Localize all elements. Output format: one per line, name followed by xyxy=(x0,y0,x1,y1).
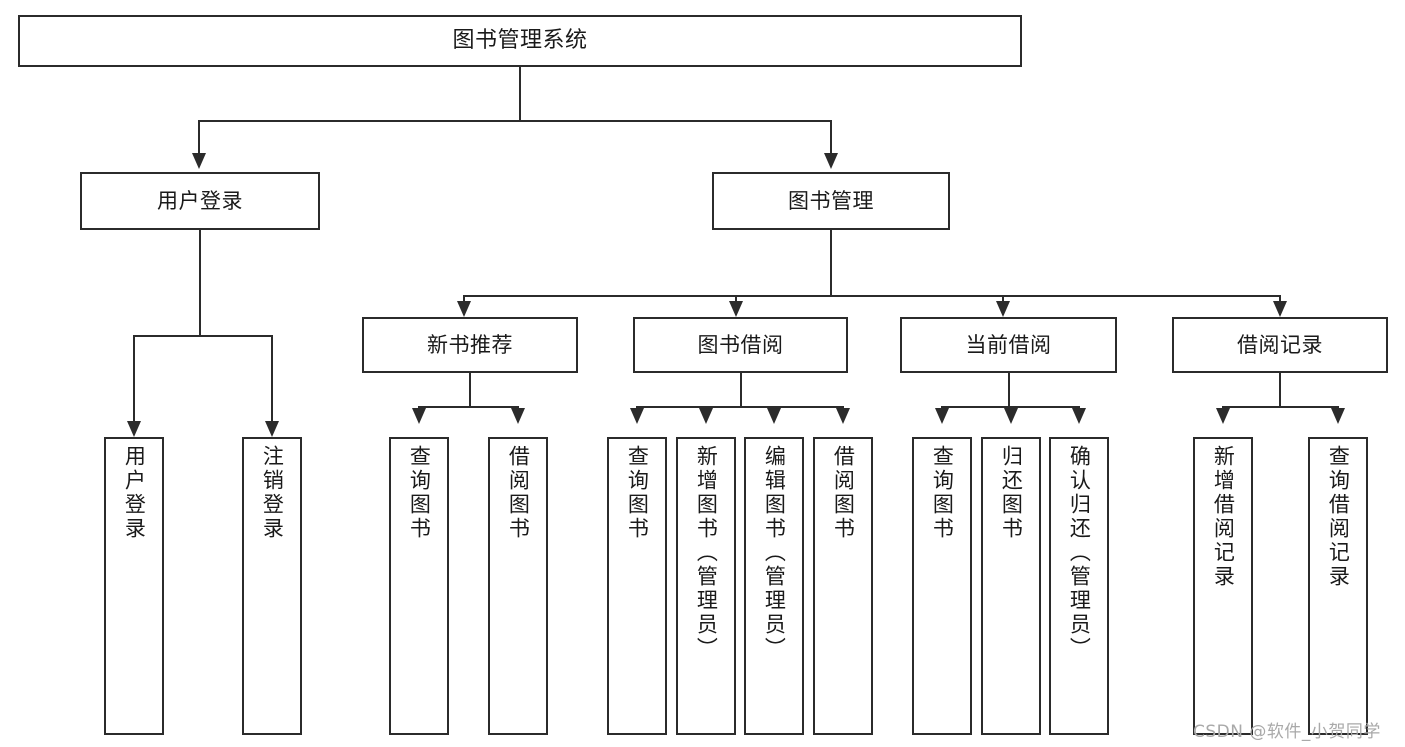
node-label: 借阅图书 xyxy=(831,445,856,541)
node-root-book-management-system[interactable]: 图书管理系统 xyxy=(18,15,1022,67)
connector-to-leaf-user-logout xyxy=(271,335,273,421)
connector-borrow-record-bus xyxy=(1222,406,1338,408)
connector-new-book-rec-bus xyxy=(418,406,519,408)
node-label: 用户登录 xyxy=(122,445,147,541)
arrow-to-borrow-record xyxy=(1273,301,1287,317)
connector-current-borrow-stem xyxy=(1008,373,1010,408)
arrow-to-leaf-add-record xyxy=(1216,408,1230,424)
arrow-to-leaf-query-book-2 xyxy=(630,408,644,424)
csdn-watermark: CSDN @软件_小贺同学 xyxy=(1193,722,1381,742)
connector-root-bus xyxy=(198,120,831,122)
node-leaf-user-login[interactable]: 用户登录 xyxy=(104,437,164,735)
node-leaf-query-book-new-rec[interactable]: 查询图书 xyxy=(389,437,449,735)
arrow-to-leaf-query-book-3 xyxy=(935,408,949,424)
node-leaf-borrow-book-borrow[interactable]: 借阅图书 xyxy=(813,437,873,735)
node-leaf-add-book-admin[interactable]: 新增图书（管理员） xyxy=(676,437,736,735)
node-borrowing-record[interactable]: 借阅记录 xyxy=(1172,317,1388,373)
node-label: 用户登录 xyxy=(157,188,243,213)
arrow-to-leaf-return-book xyxy=(1004,408,1018,424)
connector-book-manage-stem xyxy=(830,230,832,295)
node-label: 归还图书 xyxy=(999,445,1024,541)
arrow-to-leaf-confirm-return xyxy=(1072,408,1086,424)
connector-to-book-manage xyxy=(830,120,832,153)
node-label: 借阅记录 xyxy=(1237,332,1323,357)
arrow-to-leaf-borrow-book-2 xyxy=(836,408,850,424)
node-leaf-query-borrow-record[interactable]: 查询借阅记录 xyxy=(1308,437,1368,735)
node-label: 当前借阅 xyxy=(965,332,1052,357)
arrow-to-leaf-query-record xyxy=(1331,408,1345,424)
node-leaf-add-borrow-record[interactable]: 新增借阅记录 xyxy=(1193,437,1253,735)
arrow-to-leaf-user-login xyxy=(127,421,141,437)
connector-book-borrow-stem xyxy=(740,373,742,408)
node-label: 查询图书 xyxy=(625,445,650,541)
node-label: 新书推荐 xyxy=(427,332,513,357)
arrow-to-book-manage xyxy=(824,153,838,169)
node-label: 查询图书 xyxy=(930,445,955,541)
arrow-to-leaf-user-logout xyxy=(265,421,279,437)
node-leaf-confirm-return-admin[interactable]: 确认归还（管理员） xyxy=(1049,437,1109,735)
node-label: 图书管理系统 xyxy=(452,28,588,54)
node-label: 新增借阅记录 xyxy=(1211,445,1236,589)
node-book-management[interactable]: 图书管理 xyxy=(712,172,950,230)
node-leaf-query-book-borrow[interactable]: 查询图书 xyxy=(607,437,667,735)
connector-borrow-record-stem xyxy=(1279,373,1281,408)
connector-user-login-bus xyxy=(133,335,272,337)
node-leaf-return-book[interactable]: 归还图书 xyxy=(981,437,1041,735)
connector-book-manage-bus xyxy=(463,295,1280,297)
connector-book-borrow-bus xyxy=(636,406,844,408)
connector-to-user-login xyxy=(198,120,200,153)
node-label: 确认归还（管理员） xyxy=(1067,445,1092,661)
arrow-to-leaf-query-book-1 xyxy=(412,408,426,424)
arrow-to-new-book-rec xyxy=(457,301,471,317)
node-label: 编辑图书（管理员） xyxy=(762,445,787,661)
arrow-to-leaf-borrow-book-1 xyxy=(511,408,525,424)
node-label: 查询图书 xyxy=(407,445,432,541)
node-current-borrowing[interactable]: 当前借阅 xyxy=(900,317,1117,373)
node-leaf-borrow-book-new-rec[interactable]: 借阅图书 xyxy=(488,437,548,735)
arrow-to-current-borrow xyxy=(996,301,1010,317)
node-label: 注销登录 xyxy=(260,445,285,541)
node-label: 借阅图书 xyxy=(506,445,531,541)
node-book-borrowing[interactable]: 图书借阅 xyxy=(633,317,848,373)
node-leaf-query-book-current[interactable]: 查询图书 xyxy=(912,437,972,735)
arrow-to-book-borrow xyxy=(729,301,743,317)
node-label: 图书管理 xyxy=(788,188,874,213)
node-leaf-user-logout[interactable]: 注销登录 xyxy=(242,437,302,735)
arrow-to-user-login xyxy=(192,153,206,169)
connector-user-login-stem xyxy=(199,230,201,335)
connector-new-book-rec-stem xyxy=(469,373,471,408)
node-label: 新增图书（管理员） xyxy=(694,445,719,661)
connector-root-stem xyxy=(519,67,521,120)
node-new-book-recommendation[interactable]: 新书推荐 xyxy=(362,317,578,373)
node-label: 图书借阅 xyxy=(697,332,784,357)
node-user-login[interactable]: 用户登录 xyxy=(80,172,320,230)
arrow-to-leaf-add-book xyxy=(699,408,713,424)
connector-to-leaf-user-login xyxy=(133,335,135,421)
node-leaf-edit-book-admin[interactable]: 编辑图书（管理员） xyxy=(744,437,804,735)
arrow-to-leaf-edit-book xyxy=(767,408,781,424)
node-label: 查询借阅记录 xyxy=(1326,445,1351,589)
